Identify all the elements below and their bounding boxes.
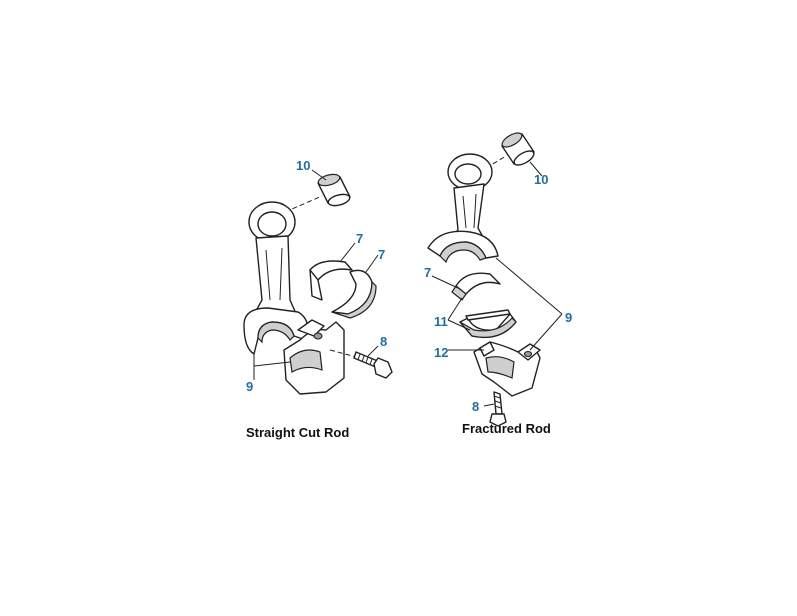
- fractured-bearing-upper: [451, 272, 501, 301]
- straight-bolt: [353, 351, 393, 379]
- fractured-bushing: [501, 132, 535, 166]
- callout-fractured-bushing: 10: [534, 172, 548, 187]
- leader-fractured-11b: [447, 319, 471, 331]
- leader-fractured-11a: [447, 297, 463, 321]
- callout-fractured-bearing-upper: 7: [424, 265, 431, 280]
- leader-straight-7b: [365, 254, 379, 273]
- callout-labels: 10 7 7 8 9 10 7 11 12 9 8: [246, 158, 572, 414]
- callout-fractured-bearing-lower: 11: [434, 314, 448, 329]
- leader-fractured-8: [483, 403, 495, 407]
- callout-fractured-cap: 9: [565, 310, 572, 325]
- leader-fractured-10: [529, 161, 543, 177]
- leader-fractured-9b: [529, 313, 563, 351]
- callout-fractured-tang: 12: [434, 345, 448, 360]
- straight-bushing: [317, 173, 351, 207]
- leader-straight-8: [367, 345, 379, 357]
- leader-straight-7a: [339, 242, 356, 263]
- straight-rod-cap: [283, 319, 345, 395]
- fractured-rod-assembly: [427, 132, 563, 427]
- fractured-rod-cap: [473, 341, 541, 397]
- straight-bushing-guide: [284, 195, 323, 213]
- leader-straight-10: [311, 169, 327, 181]
- callout-fractured-bolt: 8: [472, 399, 479, 414]
- callout-straight-bearing-lower: 7: [378, 247, 385, 262]
- callout-straight-bearing-upper: 7: [356, 231, 363, 246]
- leader-straight-9b: [253, 361, 291, 367]
- straight-bearing-lower: [331, 269, 377, 319]
- fractured-bearing-lower: [459, 309, 517, 339]
- fractured-rod: [427, 153, 499, 264]
- straight-rod: [243, 201, 309, 355]
- straight-bearing-upper: [309, 260, 353, 301]
- callout-straight-bolt: 8: [380, 334, 387, 349]
- leader-fractured-7: [431, 275, 459, 289]
- caption-straight-cut-rod: Straight Cut Rod: [246, 425, 349, 440]
- caption-fractured-rod: Fractured Rod: [462, 421, 551, 436]
- callout-straight-cap: 9: [246, 379, 253, 394]
- straight-cut-rod-assembly: [243, 169, 393, 395]
- leader-fractured-9a: [495, 257, 563, 315]
- fractured-bolt: [489, 391, 507, 427]
- callout-straight-bushing: 10: [296, 158, 310, 173]
